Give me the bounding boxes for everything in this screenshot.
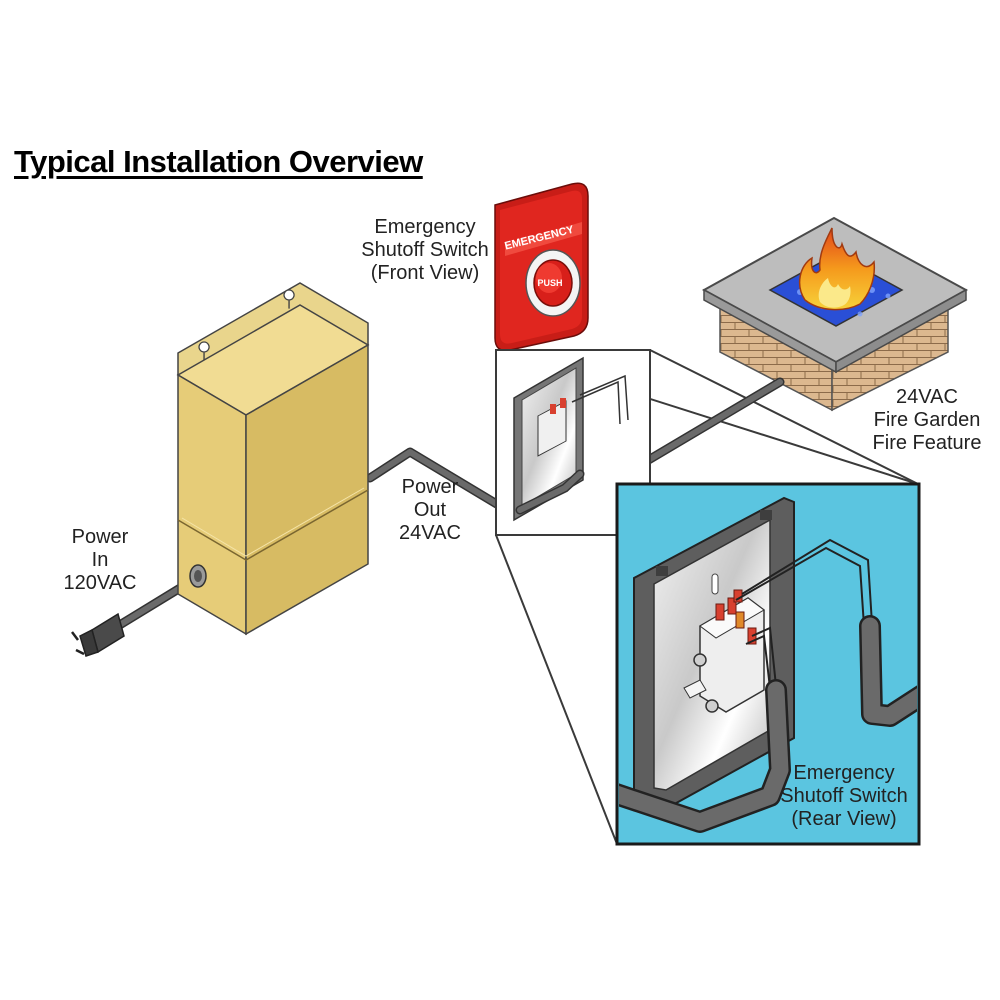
rear-view-inset xyxy=(615,482,921,846)
page-title: Typical Installation Overview xyxy=(14,144,423,179)
emergency-switch-front xyxy=(494,182,589,352)
flame-icon xyxy=(798,227,876,311)
switch-button-text: PUSH xyxy=(537,278,562,288)
transformer-box xyxy=(176,282,370,636)
power-plug-icon xyxy=(71,612,125,657)
fire-feature xyxy=(701,216,969,412)
